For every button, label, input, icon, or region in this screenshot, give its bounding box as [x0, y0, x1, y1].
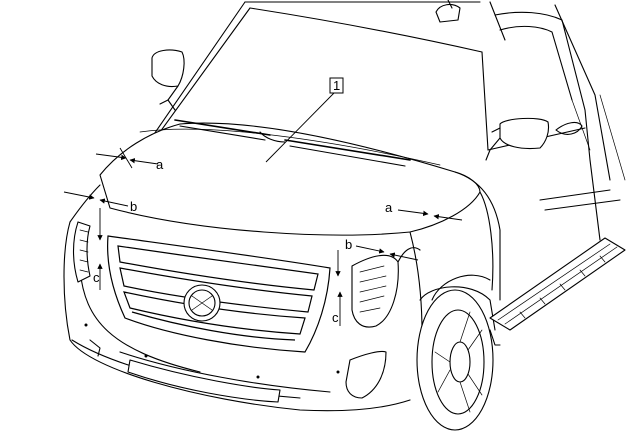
- callout-part-1: 1: [265, 77, 344, 163]
- label-a-right: a: [385, 200, 393, 215]
- callout-gap-a-right: a: [385, 200, 463, 221]
- right-headlamp: [351, 247, 421, 328]
- grille: [107, 235, 331, 353]
- callout-gap-b-right: b: [345, 237, 419, 261]
- label-b-left: b: [130, 199, 137, 214]
- left-headlamp: [72, 221, 91, 283]
- part-number-label: 1: [333, 78, 340, 93]
- lower-fascia: [84, 323, 387, 403]
- callout-gap-b-left: b: [63, 191, 137, 214]
- label-a-left: a: [156, 157, 164, 172]
- label-c-right: c: [332, 310, 339, 325]
- label-b-right: b: [345, 237, 352, 252]
- label-c-left: c: [93, 270, 100, 285]
- callout-gap-a-left: a: [95, 147, 164, 172]
- callout-gap-c-left: c: [93, 208, 103, 290]
- callout-gap-c-right: c: [332, 250, 343, 326]
